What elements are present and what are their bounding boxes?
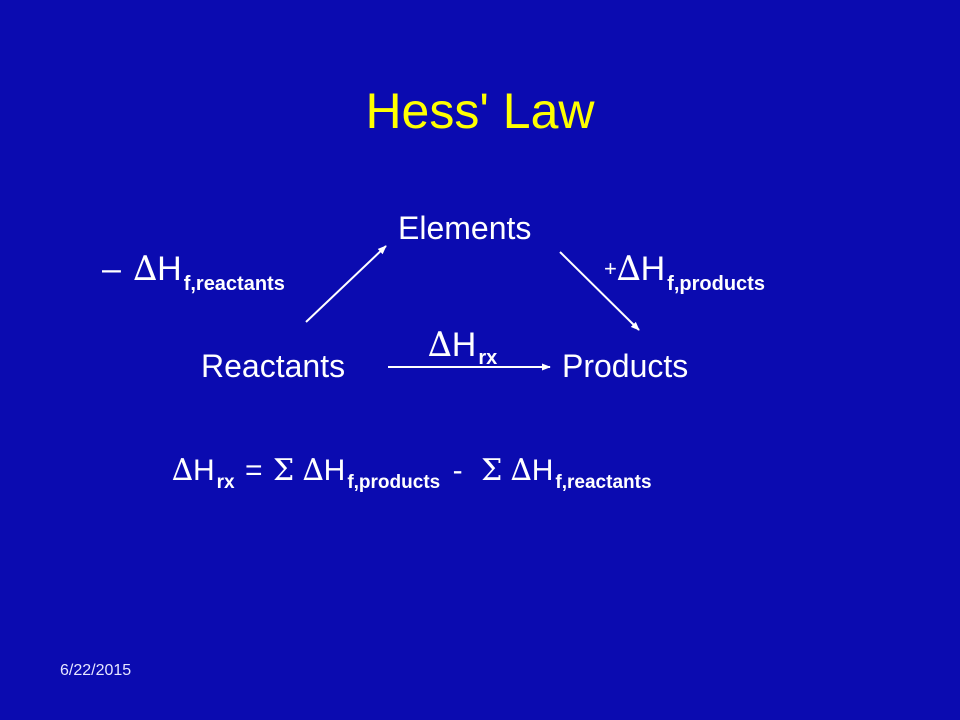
subscript-f-reactants: f,reactants bbox=[555, 472, 652, 493]
node-elements: Elements bbox=[398, 210, 532, 246]
minus-sign: – bbox=[102, 250, 121, 288]
delta-symbol: ∆ bbox=[172, 453, 193, 488]
subscript-f-reactants: f,reactants bbox=[183, 273, 285, 295]
delta-symbol: ∆ bbox=[616, 249, 641, 289]
enthalpy-h: H bbox=[531, 454, 554, 487]
node-reactants: Reactants bbox=[201, 348, 346, 384]
enthalpy-h: H bbox=[640, 250, 666, 288]
enthalpy-h: H bbox=[157, 250, 182, 288]
plus-sign: + bbox=[604, 256, 617, 281]
arrow-reactants-to-elements bbox=[305, 245, 387, 323]
delta-symbol: ∆ bbox=[510, 453, 532, 488]
subscript-rx: rx bbox=[478, 347, 498, 369]
subscript-f-products: f,products bbox=[667, 273, 765, 295]
sigma-symbol: Σ bbox=[481, 453, 503, 488]
delta-symbol: ∆ bbox=[133, 249, 158, 289]
arrow-elements-to-products bbox=[559, 251, 640, 331]
equals-sign: = bbox=[245, 454, 263, 487]
subscript-f-products: f,products bbox=[347, 472, 441, 493]
subscript-rx: rx bbox=[216, 472, 235, 493]
enthalpy-h: H bbox=[323, 454, 346, 487]
enthalpy-h: H bbox=[192, 454, 215, 487]
minus-sign: - bbox=[452, 454, 463, 487]
delta-symbol: ∆ bbox=[302, 453, 324, 488]
sigma-symbol: Σ bbox=[273, 453, 295, 488]
slide-date: 6/22/2015 bbox=[60, 662, 132, 679]
enthalpy-h: H bbox=[451, 326, 477, 364]
delta-symbol: ∆ bbox=[428, 325, 452, 365]
node-products: Products bbox=[562, 348, 689, 384]
slide-title: Hess' Law bbox=[365, 83, 595, 139]
